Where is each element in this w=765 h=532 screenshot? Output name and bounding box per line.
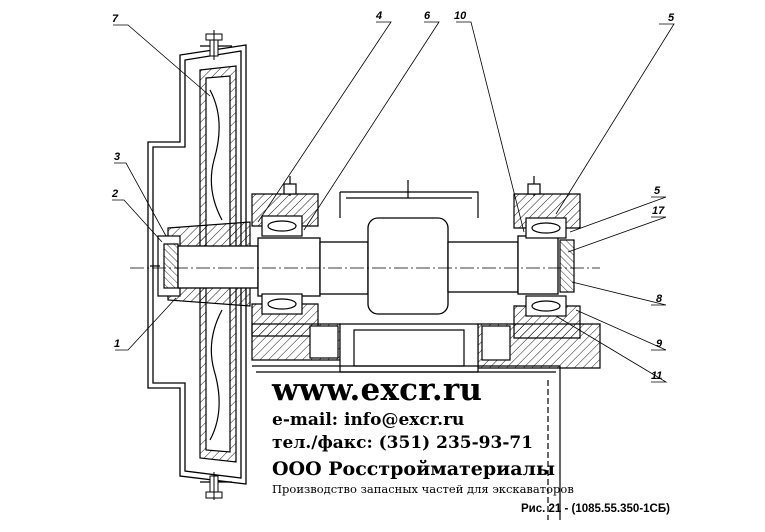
contact-phone: тел./факс: (351) 235-93-71	[272, 433, 534, 453]
callout-10: 10	[454, 10, 467, 22]
callout-4: 4	[375, 10, 382, 22]
callout-8: 8	[656, 293, 663, 305]
callout-2: 2	[111, 188, 118, 200]
contact-email: e-mail: info@excr.ru	[272, 410, 465, 430]
main-shaft	[130, 217, 600, 315]
figure-caption: Рис. 21 - (1085.55.350-1СБ)	[521, 503, 670, 515]
callout-3: 3	[114, 151, 120, 163]
callout-9: 9	[656, 338, 663, 350]
base-frame	[251, 323, 601, 520]
leader-lines	[112, 21, 675, 383]
housing-bolt-bottom	[205, 472, 223, 500]
callout-6: 6	[424, 10, 431, 22]
callout-5-top: 5	[668, 12, 675, 24]
callout-1: 1	[114, 338, 120, 350]
central-casing-top	[339, 180, 479, 218]
callout-11: 11	[651, 370, 662, 382]
callout-7: 7	[112, 13, 119, 25]
company-tagline: Производство запасных частей для экскава…	[272, 482, 574, 496]
website-url: www.excr.ru	[272, 372, 483, 408]
callout-17: 17	[652, 205, 665, 217]
company-name: ООО Росстройматериалы	[272, 458, 555, 480]
housing-bolt-top	[205, 30, 223, 60]
shaft-end-nut	[150, 235, 181, 297]
callout-5-right: 5	[654, 185, 661, 197]
